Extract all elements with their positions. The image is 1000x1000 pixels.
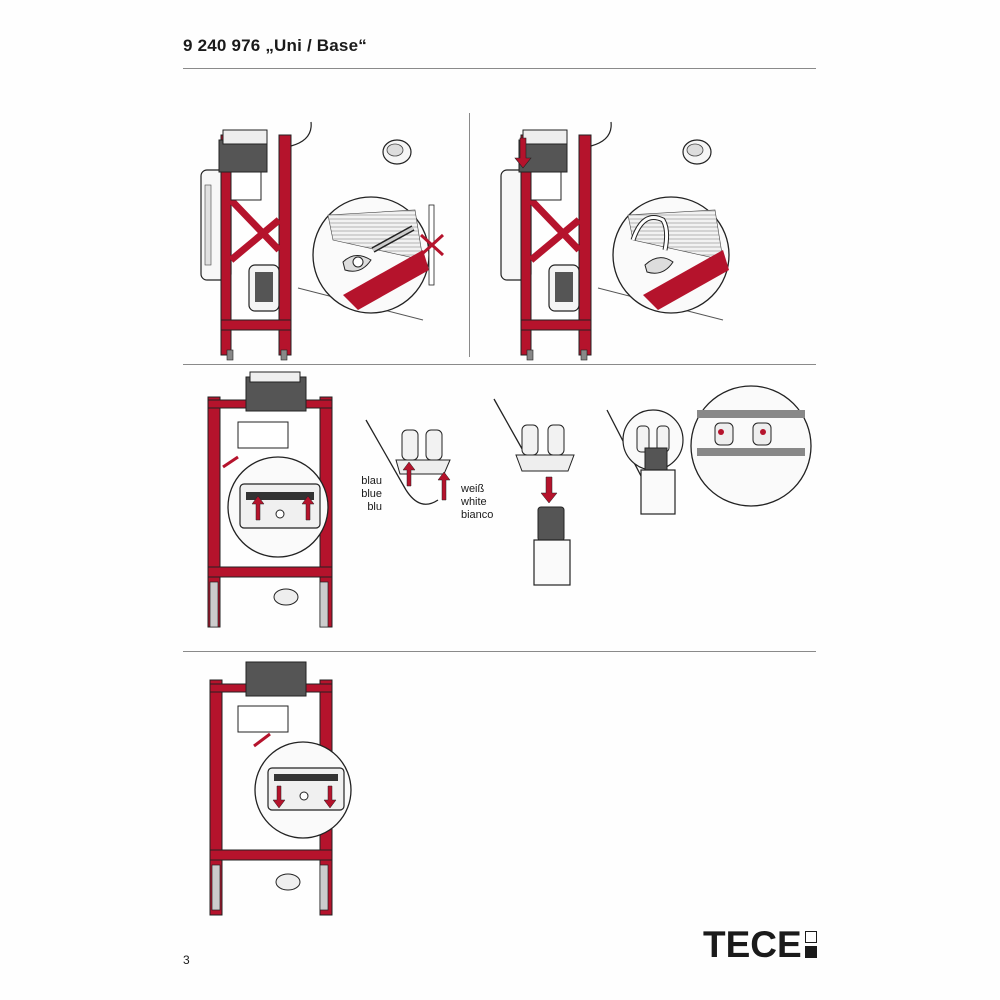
illustration-hose-connections xyxy=(360,408,480,518)
label-blue-it: blu xyxy=(367,501,382,513)
page-title: 9 240 976 „Uni / Base“ xyxy=(183,36,367,55)
illustration-valve-installed-detail xyxy=(603,385,818,523)
label-blue-de: blau xyxy=(361,475,382,487)
illustration-frame-install-tab xyxy=(483,110,768,361)
label-white-it: bianco xyxy=(461,509,494,521)
illustration-valve-insert xyxy=(490,395,600,590)
page-number: 3 xyxy=(183,953,190,967)
label-white-de: weiß xyxy=(461,483,485,495)
logo-wordmark: TECE xyxy=(703,924,802,965)
column-divider xyxy=(469,113,470,357)
label-blue-en: blue xyxy=(361,488,382,500)
tece-logo: TECE xyxy=(703,924,819,965)
illustration-frame-refit-cover xyxy=(198,660,358,925)
illustration-frame-drill-warning xyxy=(183,110,468,361)
row-divider xyxy=(183,364,816,365)
illustration-frame-remove-cover xyxy=(198,371,353,642)
header-divider xyxy=(183,68,816,69)
label-white-en: white xyxy=(461,496,487,508)
logo-squares-icon xyxy=(804,929,819,961)
row-divider-2 xyxy=(183,651,816,652)
